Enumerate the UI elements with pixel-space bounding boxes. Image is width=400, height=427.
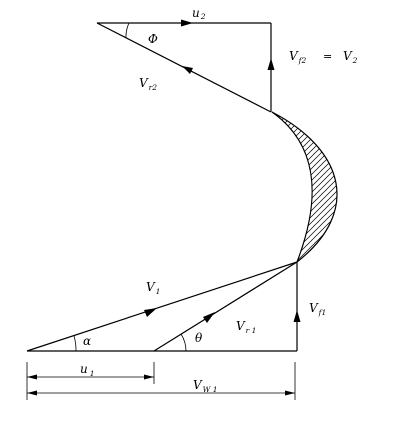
hatch-line [272,112,338,262]
hatch-line [368,100,400,280]
vr2-label: Vr2 [139,76,157,92]
alpha-angle-arc [73,335,77,352]
hatch-line [272,112,338,262]
theta-angle-arc [180,333,187,352]
hatch-line [272,112,338,262]
hatch-line [277,112,338,262]
u1-dim-arrow-left [27,374,37,380]
vw1-dim-arrow-left [27,390,37,396]
v2-label: V2 [343,49,358,65]
hatch-line [307,112,338,262]
vr1-label: Vr 1 [236,319,256,335]
alpha-label: α [83,334,91,348]
hatch-line [272,112,309,262]
vf1-label: Vf1 [309,301,326,317]
vf1-arrowhead [293,310,301,322]
hatch-line [356,100,400,280]
hatch-line [350,100,400,280]
hatch-line [331,112,338,262]
hatch-line [272,112,338,262]
vr1-vector-line [153,261,298,352]
hatch-line [272,112,338,262]
vw1-dim-arrow-right [285,390,295,396]
hatch-line [272,112,321,262]
v1-arrowhead [144,308,157,317]
v1-label: V1 [146,280,160,296]
vf2-arrowhead [267,58,275,70]
hatch-line [289,112,338,262]
hatch-line [86,100,266,280]
hatch-line [272,112,338,262]
blade-inner-curve [271,111,313,263]
hatch-line [272,112,338,262]
hatch-line [272,112,338,262]
phi-angle-arc [125,22,130,39]
hatch-line [272,112,338,262]
hatch-line [272,112,338,262]
hatch-line [272,112,338,262]
hatch-line [272,112,338,262]
hatch-line [272,112,273,262]
blade-outer-curve [271,111,338,263]
hatch-line [374,100,400,280]
vw1-label: VW 1 [193,378,218,394]
hatch-line [272,112,279,262]
blade-hatching [80,100,400,280]
hatch-line [272,112,327,262]
hatch-line [272,112,338,262]
hatch-line [272,112,285,262]
hatch-line [272,112,303,262]
hatch-line [272,112,297,262]
theta-label: θ [195,331,203,345]
v1-vector-line [26,261,298,352]
hatch-line [272,112,338,262]
hatch-line [272,112,315,262]
hatch-line [313,112,338,262]
vr2-arrowhead [182,66,193,74]
hatch-line [272,112,338,262]
u2-label: u2 [192,6,206,21]
vf2-label: Vf2 [289,49,306,65]
hatch-line [344,100,400,280]
hatch-line [80,100,260,280]
equals-sign: = [323,50,332,63]
phi-label: Φ [148,32,158,46]
hatch-line [272,112,338,262]
hatch-line [272,112,338,262]
vr1-arrowhead [203,312,215,323]
hatch-line [283,112,338,262]
hatch-line [338,100,400,280]
hatch-line [380,100,400,280]
u1-dim-arrow-right [144,374,154,380]
hatch-line [272,112,338,262]
hatch-line [301,112,338,262]
u2-arrowhead [181,19,193,27]
hatch-line [362,100,400,280]
hatch-line [272,112,291,262]
